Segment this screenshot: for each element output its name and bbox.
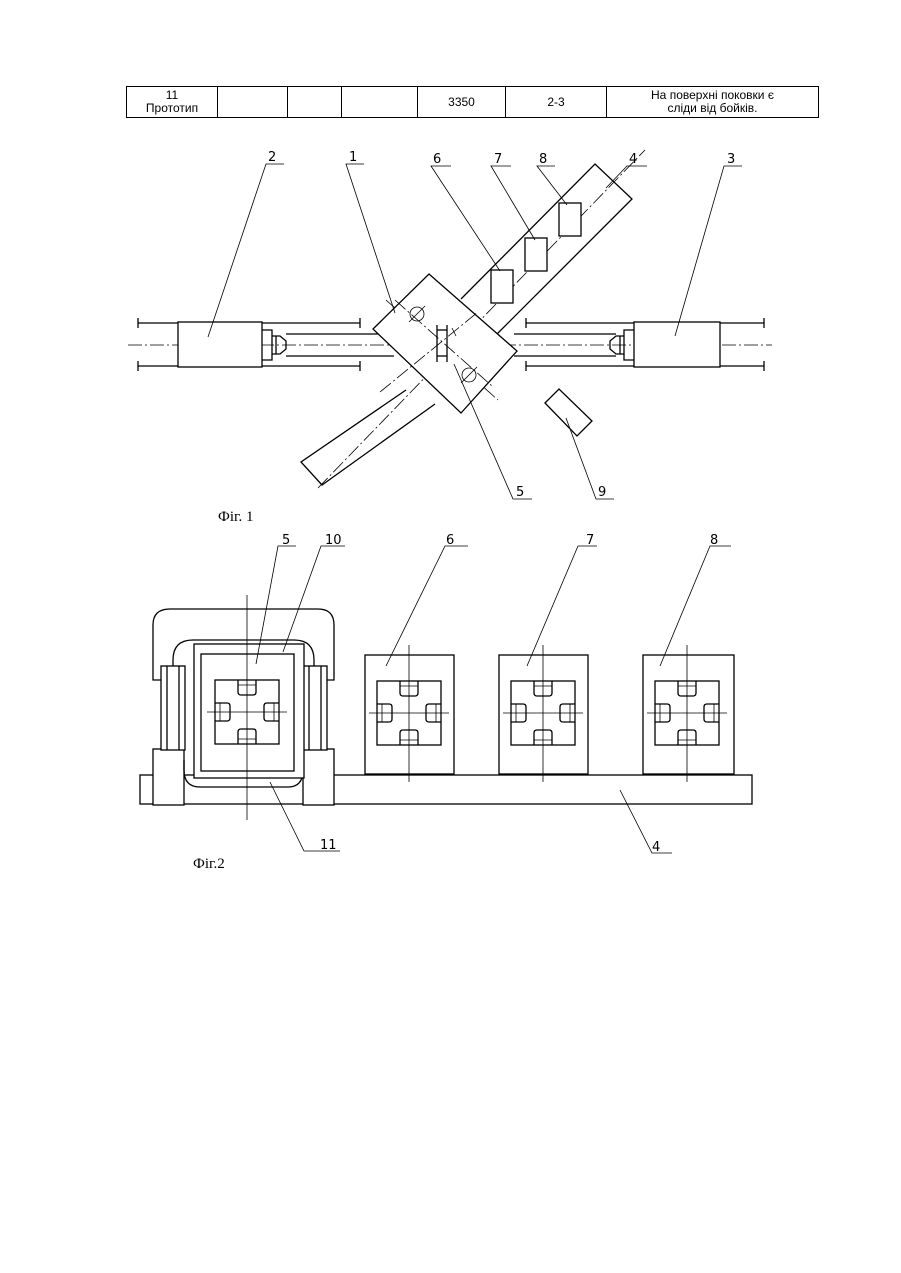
label-5: 5 [516,485,524,500]
die-7 [525,238,547,271]
base-conveyor-4 [140,775,752,804]
label-5-fig2: 5 [282,533,290,548]
label-4: 4 [629,152,637,167]
fig2-caption: Фіг.2 [193,856,225,872]
die-8 [559,203,581,236]
figure-1: 2 1 6 7 8 4 3 5 9 Фіг. 1 [128,150,772,525]
cylinder-3 [610,322,720,367]
die-8 [643,645,734,782]
die-6 [491,270,513,303]
figure-2: 5 10 6 7 8 11 4 Фіг.2 [140,533,752,872]
label-3: 3 [727,152,735,167]
label-7-fig2: 7 [586,533,594,548]
block-9 [545,389,592,436]
label-9: 9 [598,485,606,500]
label-11: 11 [320,838,337,853]
label-7: 7 [494,152,502,167]
label-1: 1 [349,150,357,165]
label-8-fig2: 8 [710,533,718,548]
label-2: 2 [268,150,276,165]
label-4-fig2: 4 [652,840,660,855]
label-8: 8 [539,152,547,167]
label-6: 6 [433,152,441,167]
label-6-fig2: 6 [446,533,454,548]
fig1-caption: Фіг. 1 [218,509,253,525]
die-7 [499,645,588,782]
label-10: 10 [325,533,342,548]
die-6 [365,645,454,782]
cylinder-2 [178,322,286,367]
